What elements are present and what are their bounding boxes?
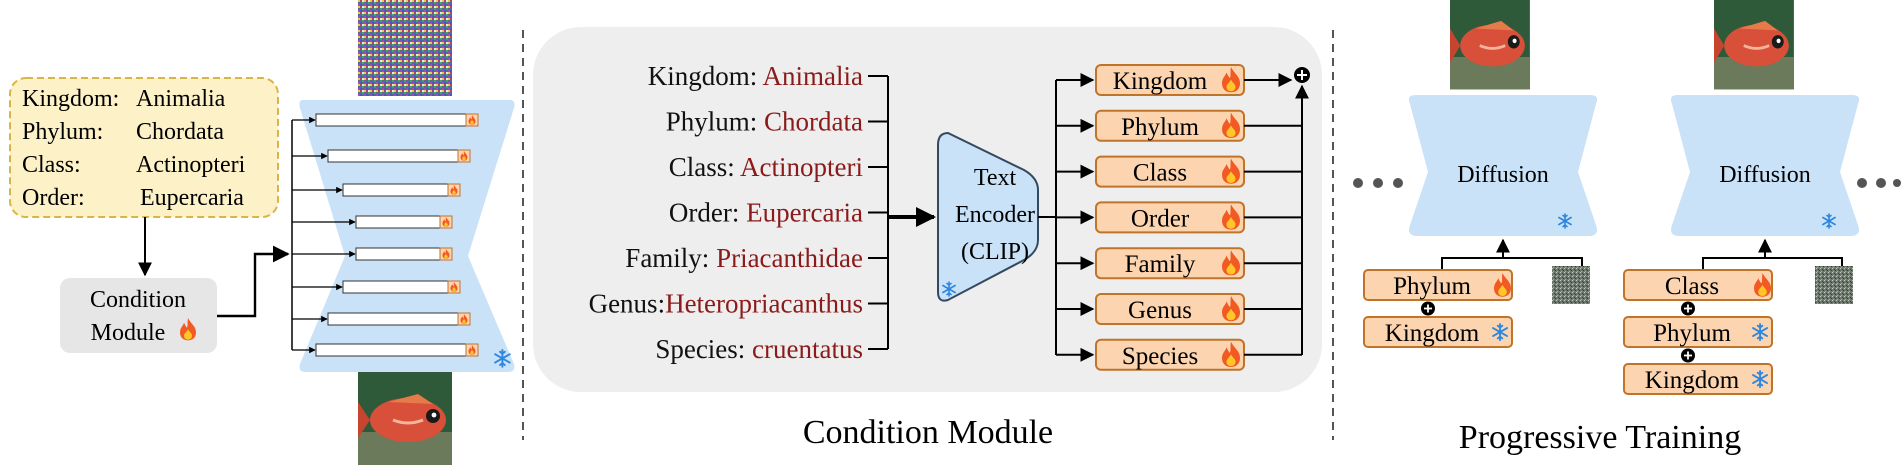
unet-shape (299, 100, 515, 372)
embedding-block (1623, 363, 1773, 395)
noise-image (1552, 266, 1590, 304)
ellipsis-left (1353, 178, 1403, 188)
taxonomy-key: Class: (669, 152, 740, 182)
embedding-block (1363, 316, 1513, 348)
taxonomy-value: Actinopteri (136, 152, 246, 178)
diffusion-label: Diffusion (1719, 162, 1811, 188)
taxonomy-input: Genus:Heteropriacanthus (589, 289, 863, 319)
unet-layer (315, 343, 479, 357)
embedding-label: Order (1131, 205, 1190, 232)
fish-image (356, 370, 454, 465)
fish-image (1448, 0, 1532, 91)
embedding-label: Kingdom (1385, 320, 1480, 347)
embedding-label: Kingdom (1645, 367, 1740, 394)
condition-module-title: Condition Module (803, 414, 1053, 451)
embedding-label: Phylum (1121, 114, 1199, 141)
embedding-label: Class (1665, 273, 1719, 300)
diffusion-block (1670, 95, 1860, 236)
taxonomy-value: Actinopteri (740, 152, 863, 182)
taxonomy-key: Family: (625, 243, 716, 273)
taxonomy-key: Kingdom: (648, 61, 763, 91)
taxonomy-value: Priacanthidae (716, 243, 863, 273)
embedding-label: Family (1125, 251, 1196, 278)
encoder-label-2: Encoder (955, 202, 1035, 228)
embedding-block (1623, 316, 1773, 348)
unet-layer (355, 215, 453, 229)
taxonomy-value: Animalia (763, 61, 863, 91)
unet-layer (355, 247, 453, 261)
taxonomy-key: Phylum: (666, 107, 764, 137)
text-encoder (937, 131, 1039, 302)
taxonomy-key: Class: (22, 152, 81, 178)
embedding-label: Genus (1128, 297, 1192, 324)
encoder-label-3: (CLIP) (961, 239, 1029, 265)
taxonomy-key: Order: (22, 185, 85, 211)
taxonomy-key: Phylum: (22, 119, 103, 145)
taxonomy-value: Chordata (764, 107, 863, 137)
diffusion-block (1408, 95, 1598, 236)
unet-layers (291, 113, 479, 357)
ellipsis-right (1857, 178, 1901, 188)
unet-layer (342, 183, 461, 197)
taxonomy-value: Eupercaria (746, 198, 863, 228)
taxonomy-key: Genus: (589, 289, 666, 319)
taxonomy-value: Animalia (136, 86, 226, 112)
taxonomy-input: Order: Eupercaria (669, 198, 863, 228)
encoder-label-1: Text (974, 165, 1017, 191)
condition-module-box (60, 278, 217, 353)
taxonomy-value: Chordata (136, 119, 224, 145)
taxonomy-key: Order: (669, 198, 746, 228)
taxonomy-input: Phylum: Chordata (666, 107, 863, 137)
embedding-label: Species (1122, 343, 1198, 370)
taxonomy-input: Kingdom: Animalia (648, 61, 863, 91)
condition-label-line1: Condition (90, 287, 186, 313)
embedding-block (1363, 269, 1513, 301)
input-connectors (868, 75, 936, 350)
unet-layer (315, 113, 479, 127)
taxonomy-value: Heteropriacanthus (665, 289, 863, 319)
taxonomy-key: Kingdom: (22, 86, 119, 112)
embedding-label: Kingdom (1113, 68, 1208, 95)
embedding-label: Phylum (1393, 273, 1471, 300)
taxonomy-value: Eupercaria (140, 185, 244, 211)
noise-image (358, 0, 452, 96)
taxonomy-key: Species: (655, 334, 752, 364)
taxonomy-input: Class: Actinopteri (669, 152, 863, 182)
taxonomy-value: cruentatus (752, 334, 863, 364)
fish-image (1712, 0, 1796, 91)
taxonomy-input: Species: cruentatus (655, 334, 863, 364)
progressive-training-title: Progressive Training (1459, 419, 1741, 456)
unet-layer (342, 280, 461, 294)
condition-label-line2: Module (91, 320, 166, 346)
noise-image (1815, 266, 1853, 304)
unet-layer (327, 312, 471, 326)
embedding-label: Class (1133, 160, 1187, 187)
unet-layer (327, 149, 471, 163)
diffusion-label: Diffusion (1457, 162, 1549, 188)
embedding-block (1623, 269, 1773, 301)
taxonomy-embeddings: KingdomPhylumClassOrderFamilyGenusSpecie… (1038, 64, 1309, 371)
taxonomy-input: Family: Priacanthidae (625, 243, 863, 273)
embedding-label: Phylum (1653, 320, 1731, 347)
